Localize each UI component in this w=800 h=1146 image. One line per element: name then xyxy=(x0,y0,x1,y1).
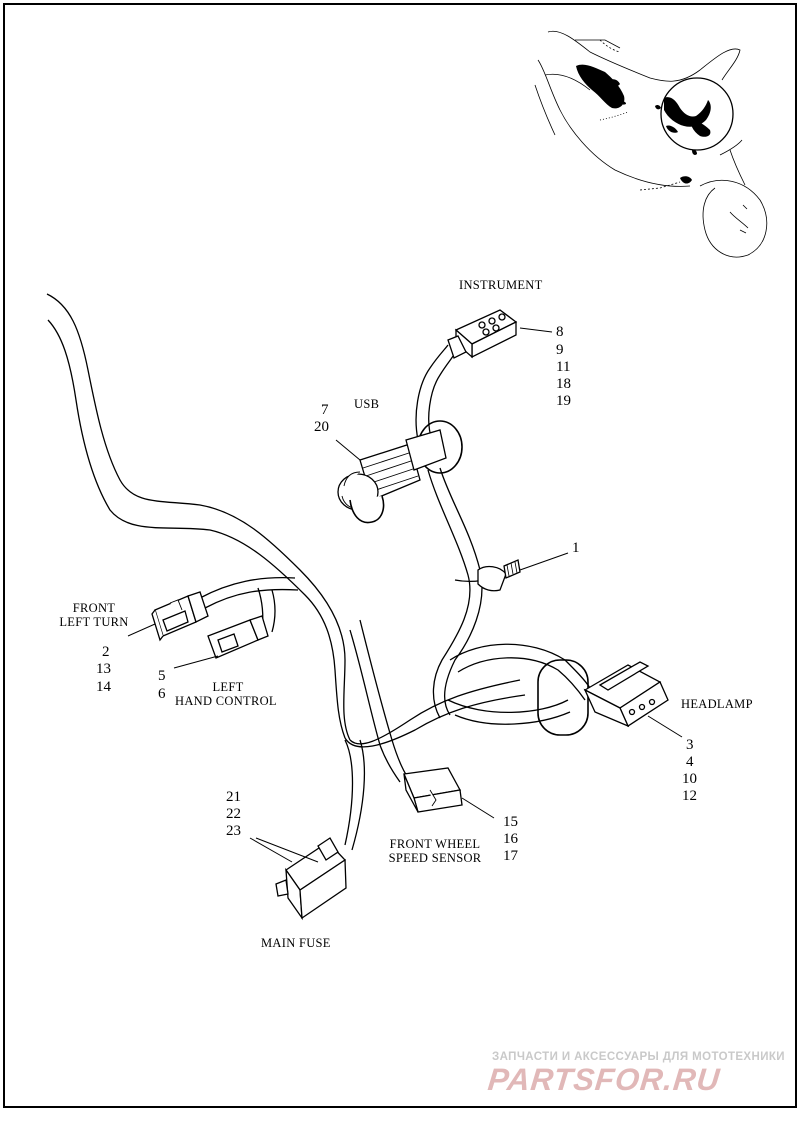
leader-lines xyxy=(127,327,683,863)
left-hand-control-label-line2: HAND CONTROL xyxy=(175,694,277,708)
usb-connector xyxy=(337,429,447,524)
watermark-logo: PARTSFOR.RU xyxy=(486,1062,722,1097)
speed-sensor-label-line2: SPEED SENSOR xyxy=(388,851,482,865)
main-fuse-label: MAIN FUSE xyxy=(261,936,331,950)
callout-instrument-9: 9 xyxy=(556,342,564,358)
left-hand-control-connector xyxy=(207,615,269,659)
callout-speed-sensor-17: 17 xyxy=(503,848,518,864)
main-harness-trunk xyxy=(46,293,526,851)
callout-speed-sensor-16: 16 xyxy=(503,831,518,847)
headlamp-label: HEADLAMP xyxy=(681,697,753,711)
callout-usb-20: 20 xyxy=(314,419,329,435)
callout-hand-control-5: 5 xyxy=(158,668,166,684)
instrument-label: INSTRUMENT xyxy=(459,278,543,292)
callout-main-fuse-22: 22 xyxy=(226,806,241,822)
callout-speed-sensor-15: 15 xyxy=(503,814,518,830)
headlamp-branch xyxy=(447,643,591,736)
watermark-tagline: ЗАПЧАСТИ И АКСЕССУАРЫ ДЛЯ МОТОТЕХНИКИ xyxy=(492,1051,785,1063)
usb-label: USB xyxy=(354,397,380,411)
callout-left-turn-2: 2 xyxy=(102,644,110,660)
callout-instrument-18: 18 xyxy=(556,376,571,392)
callout-left-turn-13: 13 xyxy=(96,661,111,677)
harness-clip xyxy=(477,559,521,592)
callout-instrument-11: 11 xyxy=(556,359,571,375)
front-left-turn-label-line2: LEFT TURN xyxy=(59,615,129,629)
front-left-turn-connector xyxy=(151,591,209,642)
callout-clip-1: 1 xyxy=(572,540,580,556)
speed-sensor-connector xyxy=(403,767,463,813)
instrument-connector xyxy=(447,309,518,359)
callout-instrument-8: 8 xyxy=(556,324,564,340)
front-left-turn-label-line1: FRONT xyxy=(72,601,116,615)
callout-instrument-19: 19 xyxy=(556,393,571,409)
callout-main-fuse-21: 21 xyxy=(226,789,241,805)
callout-headlamp-10: 10 xyxy=(682,771,697,787)
locator-highlighted-parts xyxy=(576,64,711,184)
callout-usb-7: 7 xyxy=(321,402,329,418)
callout-headlamp-12: 12 xyxy=(682,788,697,804)
callout-headlamp-4: 4 xyxy=(686,754,694,770)
left-hand-control-label-line1: LEFT xyxy=(212,680,244,694)
speed-sensor-label-line1: FRONT WHEEL xyxy=(389,837,481,851)
callout-hand-control-6: 6 xyxy=(158,686,166,702)
headlamp-connector xyxy=(583,661,669,728)
diagram-border xyxy=(3,3,797,1108)
callout-left-turn-14: 14 xyxy=(96,679,111,695)
callout-main-fuse-23: 23 xyxy=(226,823,241,839)
motorcycle-locator-thumbnail xyxy=(534,30,768,258)
callout-headlamp-3: 3 xyxy=(686,737,694,753)
instrument-branch xyxy=(415,344,521,719)
locator-circle xyxy=(660,77,734,151)
main-fuse-holder xyxy=(275,837,347,921)
